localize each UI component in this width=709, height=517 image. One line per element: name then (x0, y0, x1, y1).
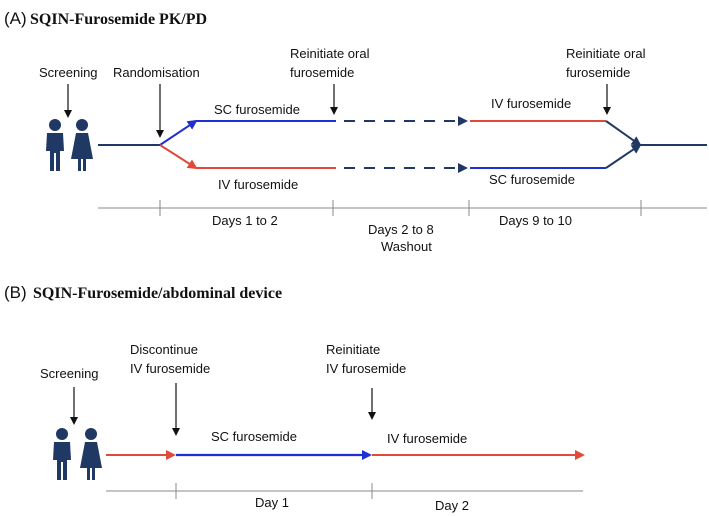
panel-b-reinitiate-line2: IV furosemide (326, 361, 406, 376)
reinitiate-2-line1: Reinitiate oral (566, 46, 646, 61)
panel-b-timeline (106, 483, 583, 499)
split-bottom-arrow (159, 144, 198, 170)
panel-a-prefix: (A) (4, 9, 27, 28)
panel-a-screening-label: Screening (39, 65, 98, 80)
panel-b-period-2-label: Day 2 (435, 498, 469, 513)
discontinue-line1: Discontinue (130, 342, 198, 357)
period-2-line1: Days 2 to 8 (368, 222, 434, 237)
panel-b-reinitiate-line1: Reinitiate (326, 342, 380, 357)
merge-top-arrow (605, 120, 642, 147)
reinitiate-2-line2: furosemide (566, 65, 630, 80)
panel-a: (A) SQIN-Furosemide PK/PD Screening Rand… (4, 9, 707, 254)
split-top-arrow (159, 119, 198, 146)
arm-top-left-label: SC furosemide (214, 102, 300, 117)
panel-b-prefix: (B) (4, 283, 27, 302)
panel-a-timeline (98, 200, 707, 216)
panel-b-patients-icon (53, 428, 102, 480)
panel-b-period-1-label: Day 1 (255, 495, 289, 510)
arm-bottom-left-label: IV furosemide (218, 177, 298, 192)
panel-b: (B) SQIN-Furosemide/abdominal device Scr… (4, 283, 585, 513)
patients-icon (46, 119, 93, 171)
sc-furosemide-label: SC furosemide (211, 429, 297, 444)
panel-b-screening-label: Screening (40, 366, 99, 381)
randomisation-label: Randomisation (113, 65, 200, 80)
panel-a-title: SQIN-Furosemide PK/PD (30, 11, 207, 28)
merge-bottom-arrow (605, 143, 642, 169)
discontinue-line2: IV furosemide (130, 361, 210, 376)
period-3-label: Days 9 to 10 (499, 213, 572, 228)
iv-furosemide-label: IV furosemide (387, 431, 467, 446)
arm-bottom-right-label: SC furosemide (489, 172, 575, 187)
arm-top-right-label: IV furosemide (491, 96, 571, 111)
period-2-line2: Washout (381, 239, 432, 254)
reinitiate-1-line2: furosemide (290, 65, 354, 80)
panel-b-title: SQIN-Furosemide/abdominal device (33, 285, 282, 302)
period-1-label: Days 1 to 2 (212, 213, 278, 228)
reinitiate-1-line1: Reinitiate oral (290, 46, 370, 61)
